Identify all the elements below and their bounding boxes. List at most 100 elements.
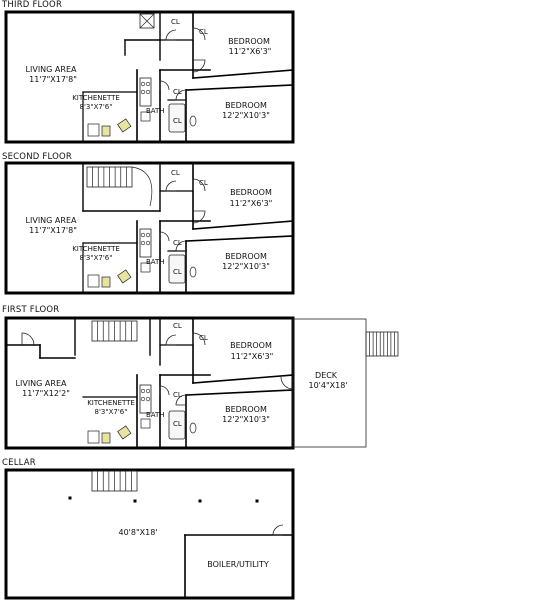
interior-wall (192, 374, 294, 384)
third-closet-label-4: CL (173, 117, 182, 125)
second-bath-label: BATH (146, 258, 165, 266)
third-kitchen-name: KITCHENETTE (72, 94, 120, 102)
cellar-staircase (91, 470, 138, 492)
first-bedroom2-name: BEDROOM (225, 405, 267, 414)
door-swing (175, 89, 187, 101)
stove-icon (139, 228, 152, 258)
second-bedroom1-name: BEDROOM (230, 188, 272, 197)
window (200, 596, 224, 600)
interior-wall (185, 389, 294, 396)
deck-stairs (365, 331, 399, 357)
first-living-dim: 11'7"X12'2" (22, 389, 70, 398)
third-closet-label-2: CL (199, 28, 208, 36)
column-post (255, 499, 259, 503)
first-kitchen-name: KITCHENETTE (87, 399, 135, 407)
door-swing (159, 80, 170, 91)
deck-name: DECK (314, 371, 338, 380)
second-exterior-walls (4, 161, 295, 295)
burner-icon (140, 232, 146, 238)
door-swing (159, 385, 170, 396)
stove-icon (139, 384, 152, 414)
third-bedroom1-name: BEDROOM (228, 37, 270, 46)
interior-wall (192, 69, 294, 79)
bathtub-icon (168, 103, 186, 133)
burner-icon (140, 89, 146, 95)
first-closet-label-2: CL (199, 334, 208, 342)
third-bedroom2-dim: 12'2"X10'3" (222, 111, 270, 120)
door-swing (175, 240, 187, 252)
fridge-icon (87, 430, 100, 444)
cellar-dim: 40'8"X18' (118, 528, 158, 537)
second-bedroom1-dim: 11'2"X6'3" (229, 199, 273, 208)
deck-door-swing (280, 376, 294, 390)
deck-dim: 10'4"X18' (308, 381, 348, 390)
third-bedroom2-name: BEDROOM (225, 101, 267, 110)
column-post (68, 496, 72, 500)
door-swing (192, 210, 206, 224)
window (250, 10, 274, 14)
burner-icon (140, 396, 146, 402)
third-living-name: LIVING AREA (25, 65, 77, 74)
sink-icon (140, 111, 151, 122)
toilet-icon (189, 266, 197, 278)
chair-icon (117, 425, 132, 440)
interior-wall (185, 235, 294, 242)
staircase (86, 166, 133, 188)
staircase (91, 320, 138, 342)
third-kitchen-dim: 8'3"X7'6" (79, 103, 113, 111)
interior-wall (192, 220, 294, 230)
burner-icon (145, 396, 151, 402)
window (40, 446, 68, 450)
window (40, 291, 68, 295)
column-post (133, 499, 137, 503)
second-bedroom2-name: BEDROOM (225, 252, 267, 261)
third-floor-title: THIRD FLOOR (2, 0, 63, 10)
fridge-icon (87, 274, 100, 288)
second-closet-label-1: CL (171, 169, 180, 177)
stove-icon (139, 77, 152, 107)
second-living-name: LIVING AREA (25, 216, 77, 225)
counter-icon (101, 125, 111, 137)
second-bedroom2-dim: 12'2"X10'3" (222, 262, 270, 271)
second-floor-title: SECOND FLOOR (2, 152, 73, 162)
door-swing (175, 394, 187, 406)
column-post (198, 499, 202, 503)
first-kitchen-dim: 8'3"X7'6" (94, 408, 128, 416)
third-bath-label: BATH (146, 107, 165, 115)
stair-outline (365, 331, 399, 357)
fridge-icon (87, 123, 100, 137)
burner-icon (140, 388, 146, 394)
door-swing (192, 332, 206, 346)
first-living-name: LIVING AREA (15, 379, 67, 388)
third-living-dim: 11'7"X17'8" (29, 75, 77, 84)
window (250, 161, 274, 165)
second-living-dim: 11'7"X17'8" (29, 226, 77, 235)
burner-icon (145, 81, 151, 87)
stair-curve (131, 166, 153, 207)
entry-door-swing (21, 332, 35, 346)
first-closet-label-4: CL (173, 420, 182, 428)
door-swing (192, 59, 206, 73)
first-bath-label: BATH (146, 411, 165, 419)
third-bedroom1-dim: 11'2"X6'3" (228, 47, 272, 56)
sink-icon (140, 418, 151, 429)
first-closet-label-1: CL (173, 322, 182, 330)
burner-icon (145, 388, 151, 394)
chair-icon (117, 269, 132, 284)
cellar-title: CELLAR (2, 458, 36, 468)
third-exterior-walls (4, 10, 295, 144)
door-swing (165, 180, 177, 192)
burner-icon (145, 240, 151, 246)
window (250, 316, 274, 320)
third-closet-label-3: CL (173, 88, 182, 96)
toilet-icon (189, 115, 197, 127)
window (40, 140, 68, 144)
deck-outline (292, 318, 367, 448)
first-closet-label-3: CL (173, 391, 182, 399)
door-swing (159, 231, 170, 242)
door-swing (192, 27, 206, 41)
cellar-exterior-walls (4, 468, 295, 600)
first-bedroom1-name: BEDROOM (230, 341, 272, 350)
window (230, 140, 260, 144)
